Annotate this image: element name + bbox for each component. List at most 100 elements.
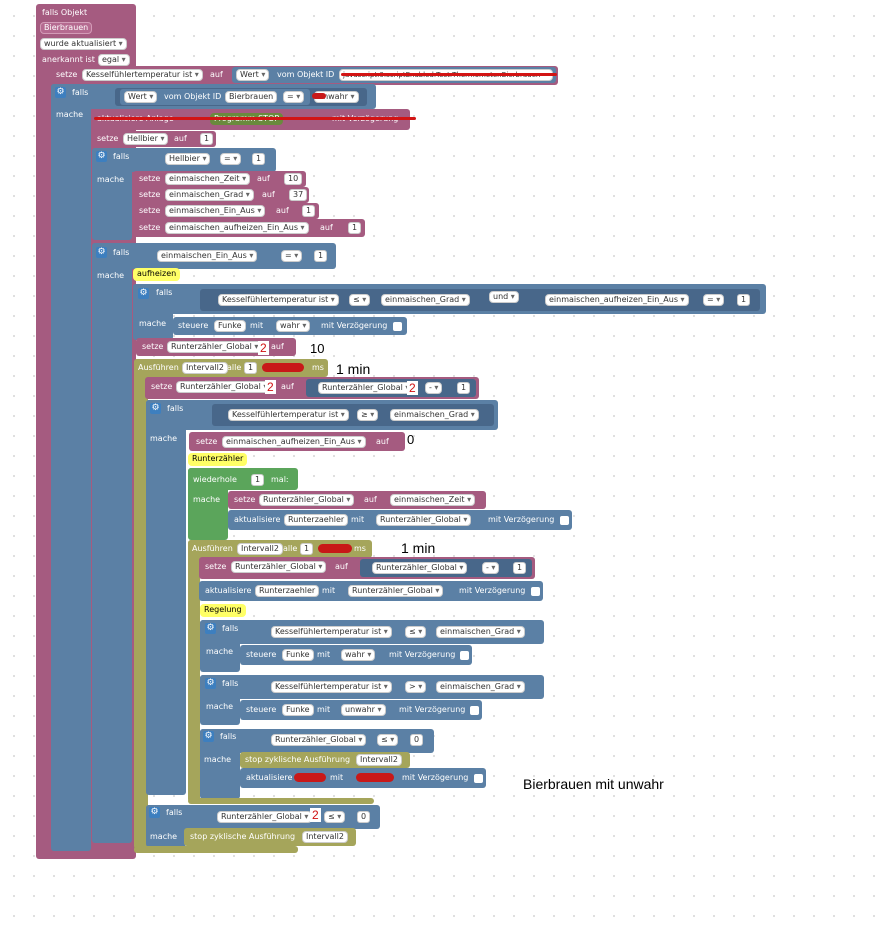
kw-setze-6: setze xyxy=(139,223,161,232)
funke-field-3[interactable]: Funke xyxy=(282,704,314,716)
runter-value-field[interactable]: Runterzähler_Global xyxy=(376,514,472,526)
runter-field-2[interactable]: Runterzähler_Global xyxy=(176,381,272,393)
num-0[interactable]: 0 xyxy=(410,734,424,746)
event-ack-dropdown[interactable]: egal xyxy=(98,54,130,66)
grad-r1-field[interactable]: einmaischen_Grad xyxy=(436,626,525,638)
aufheizen-field[interactable]: einmaischen_aufheizen_Ein_Aus xyxy=(165,222,309,234)
gear-icon[interactable]: ⚙ xyxy=(138,288,149,299)
func-runterzaehler-hat[interactable]: Runterzähler xyxy=(188,453,248,466)
interval-stop-field[interactable]: Intervall2 xyxy=(356,754,402,766)
gear-icon[interactable]: ⚙ xyxy=(55,87,66,98)
num-1[interactable]: 1 xyxy=(252,153,266,165)
op-eq-dropdown-3[interactable]: = xyxy=(281,250,303,262)
kessel-r2-field[interactable]: Kesselfühlertemperatur ist xyxy=(271,681,392,693)
num-1[interactable]: 1 xyxy=(314,250,328,262)
aufheizen-field-2[interactable]: einmaischen_aufheizen_Ein_Aus xyxy=(222,436,366,448)
grad-ge-field[interactable]: einmaischen_Grad xyxy=(390,409,479,421)
kessel-cmp-field[interactable]: Kesselfühlertemperatur ist xyxy=(218,294,339,306)
op-le-dropdown[interactable]: ≤ xyxy=(349,294,371,306)
bierbrauen-field[interactable]: Bierbrauen xyxy=(225,91,278,103)
grad-field[interactable]: einmaischen_Grad xyxy=(165,189,254,201)
interval-stop-field-2[interactable]: Intervall2 xyxy=(302,831,348,843)
op-minus-dropdown-2[interactable]: - xyxy=(482,562,500,574)
einaus-cmp-field[interactable]: einmaischen_Ein_Aus xyxy=(157,250,258,262)
runterzaehler-field[interactable]: Runterzaehler xyxy=(284,514,349,526)
delay-checkbox[interactable] xyxy=(460,651,469,660)
num-10[interactable]: 10 xyxy=(284,173,303,185)
op-le-dropdown-3[interactable]: ≤ xyxy=(377,734,399,746)
op-eq-dropdown-4[interactable]: = xyxy=(703,294,725,306)
event-object-field[interactable]: Bierbrauen xyxy=(40,22,93,34)
event-trigger-dropdown[interactable]: wurde aktualisiert xyxy=(40,38,127,50)
bool-unwahr-dropdown-2[interactable]: unwahr xyxy=(341,704,386,716)
aufheizen-cmp-field[interactable]: einmaischen_aufheizen_Ein_Aus xyxy=(545,294,689,306)
runter-operand-2[interactable]: Runterzähler_Global xyxy=(372,562,468,574)
gear-icon[interactable]: ⚙ xyxy=(205,678,216,689)
gear-icon[interactable]: ⚙ xyxy=(150,403,161,414)
func-aufheizen-hat[interactable]: aufheizen xyxy=(133,268,181,281)
funke-field[interactable]: Funke xyxy=(214,320,246,332)
grad-r2-field[interactable]: einmaischen_Grad xyxy=(436,681,525,693)
gear-icon[interactable]: ⚙ xyxy=(96,151,107,162)
zeit-field[interactable]: einmaischen_Zeit xyxy=(165,173,251,185)
einaus-field[interactable]: einmaischen_Ein_Aus xyxy=(165,205,266,217)
delay-checkbox[interactable] xyxy=(531,587,540,596)
hellbier-cmp-field[interactable]: Hellbier xyxy=(165,153,211,165)
op-ge-dropdown[interactable]: ≥ xyxy=(357,409,379,421)
delay-checkbox[interactable] xyxy=(470,706,479,715)
bool-wahr-dropdown[interactable]: wahr xyxy=(276,320,311,332)
runter-field[interactable]: Runterzähler_Global xyxy=(167,341,263,353)
op-gt-dropdown[interactable]: > xyxy=(405,681,427,693)
kw-mit-3: mit xyxy=(322,586,336,595)
kessel-ge-field[interactable]: Kesselfühlertemperatur ist xyxy=(228,409,349,421)
kessel-r1-field[interactable]: Kesselfühlertemperatur ist xyxy=(271,626,392,638)
kw-aktualisiere-2: aktualisiere xyxy=(205,586,252,595)
num-1[interactable]: 1 xyxy=(457,382,471,394)
runter-field-4[interactable]: Runterzähler_Global xyxy=(231,561,327,573)
delay-checkbox[interactable] xyxy=(474,774,483,783)
kw-mit-5: mit xyxy=(317,705,331,714)
num-1[interactable]: 1 xyxy=(244,362,258,374)
num-1[interactable]: 1 xyxy=(348,222,362,234)
runter-r3-field[interactable]: Runterzähler_Global xyxy=(271,734,367,746)
und-dropdown[interactable]: und xyxy=(489,291,519,303)
num-1[interactable]: 1 xyxy=(302,205,316,217)
op-eq-dropdown[interactable]: = xyxy=(283,91,305,103)
gear-icon[interactable]: ⚙ xyxy=(203,731,214,742)
interval-field-2[interactable]: Intervall2 xyxy=(237,543,283,555)
bool-wahr-dropdown-2[interactable]: wahr xyxy=(341,649,376,661)
num-1[interactable]: 1 xyxy=(251,474,265,486)
var-kessel-field[interactable]: Kesselfühlertemperatur ist xyxy=(82,69,203,81)
runter-value-field-2[interactable]: Runterzähler_Global xyxy=(348,585,444,597)
runter-final-field[interactable]: Runterzähler_Global xyxy=(217,811,313,823)
num-0[interactable]: 0 xyxy=(357,811,371,823)
hellbier-field[interactable]: Hellbier xyxy=(123,133,169,145)
kw-ausfuehren-2: Ausführen xyxy=(192,544,233,553)
num-37[interactable]: 37 xyxy=(289,189,308,201)
wert-dropdown-2[interactable]: Wert xyxy=(124,91,158,103)
num-1[interactable]: 1 xyxy=(513,562,527,574)
runterzaehler-field-2[interactable]: Runterzaehler xyxy=(255,585,320,597)
num-1[interactable]: 1 xyxy=(300,543,314,555)
gear-icon[interactable]: ⚙ xyxy=(96,247,107,258)
runter-field-3[interactable]: Runterzähler_Global xyxy=(259,494,355,506)
gear-icon[interactable]: ⚙ xyxy=(205,623,216,634)
kw-setze: setze xyxy=(56,70,78,79)
delay-checkbox[interactable] xyxy=(393,322,402,331)
op-eq-dropdown-2[interactable]: = xyxy=(220,153,242,165)
zeit-field-2[interactable]: einmaischen_Zeit xyxy=(390,494,476,506)
gear-icon[interactable]: ⚙ xyxy=(149,807,160,818)
op-le-dropdown-4[interactable]: ≤ xyxy=(324,811,346,823)
runter-operand[interactable]: Runterzähler_Global xyxy=(318,382,414,394)
num-1[interactable]: 1 xyxy=(200,133,214,145)
wert-dropdown[interactable]: Wert xyxy=(236,69,270,81)
interval-field[interactable]: Intervall2 xyxy=(182,362,228,374)
kw-mit-6: mit xyxy=(330,773,344,782)
num-1[interactable]: 1 xyxy=(737,294,751,306)
delay-checkbox[interactable] xyxy=(560,516,569,525)
op-minus-dropdown[interactable]: - xyxy=(425,382,443,394)
funke-field-2[interactable]: Funke xyxy=(282,649,314,661)
grad-cmp-field[interactable]: einmaischen_Grad xyxy=(381,294,470,306)
func-regelung-hat[interactable]: Regelung xyxy=(200,604,246,617)
op-le-dropdown-2[interactable]: ≤ xyxy=(405,626,427,638)
